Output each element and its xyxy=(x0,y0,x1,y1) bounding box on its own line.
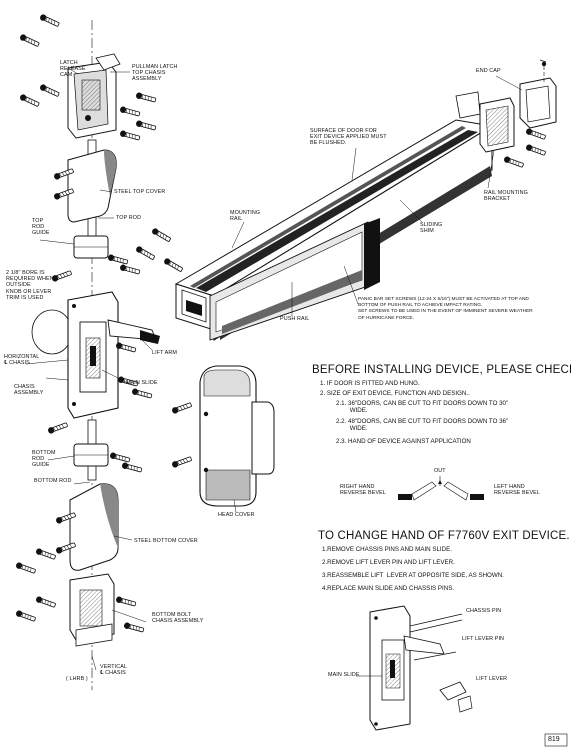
change-hand-title: TO CHANGE HAND OF F7760V EXIT DEVICE. xyxy=(318,530,570,542)
checklist-item-2-1: 2.1. 36"DOORS, CAN BE CUT TO FIT DOORS D… xyxy=(336,400,509,414)
label-lift-arm: LIFT ARM xyxy=(152,350,177,356)
checklist-item-2: 2. SIZE OF EXIT DEVICE, FUNCTION AND DES… xyxy=(320,390,470,397)
label-head-cover: HEAD COVER xyxy=(218,512,255,518)
bottom-bolt-chassis xyxy=(69,573,115,647)
label-lift-lever-pin: LIFT LEVER PIN xyxy=(462,636,505,642)
label-bottom-rod: BOTTOM ROD xyxy=(34,478,72,484)
label-bore-note: 2 1/8" BORE IS REQUIRED WHEN OUTSIDE KNO… xyxy=(6,270,54,301)
label-bottom-rod-guide: BOTTOM ROD GUIDE xyxy=(32,450,56,469)
label-chassis-assembly: CHASIS ASSEMBLY xyxy=(14,384,44,397)
label-latch-release-cam: LATCH RELEASE CAM xyxy=(60,60,86,79)
head-cover xyxy=(199,365,275,507)
label-horizontal-chassis: HORIZONTAL ℄ CHASIS xyxy=(4,354,40,367)
set-screw-note: PANIC BAR SET SCREWS (12-24 X 5/16") MUS… xyxy=(358,297,533,321)
chassis-assembly xyxy=(67,291,160,419)
end-cap xyxy=(519,59,557,129)
bevel-diagram xyxy=(398,476,484,501)
label-steel-top-cover: STEEL TOP COVER xyxy=(114,189,166,195)
checklist-item-2-3: 2.3. HAND OF DEVICE AGAINST APPLICATION xyxy=(336,438,471,445)
label-top-rod-guide: TOP ROD GUIDE xyxy=(32,218,50,237)
page-number: 819 xyxy=(548,736,560,743)
label-rail-mounting-bracket: RAIL MOUNTING BRACKET xyxy=(484,190,528,203)
label-mounting-rail: MOUNTING RAIL xyxy=(230,210,261,223)
checklist-title: BEFORE INSTALLING DEVICE, PLEASE CHECK: xyxy=(312,364,571,376)
push-rail-assembly xyxy=(134,59,557,513)
change-hand-step-3: 3.REASSEMBLE LIFT LEVER AT OPPOSITE SIDE… xyxy=(322,572,504,579)
label-main-slide: MAIN SLIDE xyxy=(126,380,158,386)
label-lift-lever: LIFT LEVER xyxy=(476,676,508,682)
label-pullman-latch: PULLMAN LATCH TOP CHASIS ASSEMBLY xyxy=(132,64,178,83)
bore-hole xyxy=(31,309,73,355)
label-main-slide-small: MAIN SLIDE xyxy=(328,672,360,678)
label-surface-of-door: SURFACE OF DOOR FOR EXIT DEVICE APPLIED … xyxy=(310,128,387,147)
label-lhrb: ( LHRB ) xyxy=(66,676,88,682)
label-end-cap: END CAP xyxy=(476,68,501,74)
rail-mounting-bracket xyxy=(455,91,515,153)
label-steel-bottom-cover: STEEL BOTTOM COVER xyxy=(134,538,198,544)
change-hand-drawing xyxy=(356,605,473,731)
bevel-left-label: LEFT HAND REVERSE BEVEL xyxy=(494,484,540,497)
bevel-out-label: OUT xyxy=(434,468,446,474)
checklist-item-2-2: 2.2. 48"DOORS, CAN BE CUT TO FIT DOORS D… xyxy=(336,418,509,432)
vertical-rod-assembly xyxy=(14,12,160,690)
change-hand-step-4: 4.REPLACE MAIN SLIDE AND CHASSIS PINS. xyxy=(322,585,455,592)
change-hand-step-2: 2.REMOVE LIFT LEVER PIN AND LIFT LEVER. xyxy=(322,559,455,566)
label-bottom-bolt: BOTTOM BOLT CHASIS ASSEMBLY xyxy=(152,612,204,625)
label-vertical-chassis: VERTICAL ℄ CHASIS xyxy=(100,664,128,677)
label-push-rail: PUSH RAIL xyxy=(280,316,310,322)
bevel-right-label: RIGHT HAND REVERSE BEVEL xyxy=(340,484,386,497)
change-hand-step-1: 1.REMOVE CHASSIS PINS AND MAIN SLIDE. xyxy=(322,546,452,553)
checklist-item-1: 1. IF DOOR IS FITTED AND HUNG. xyxy=(320,380,420,387)
pullman-latch-chassis xyxy=(67,53,121,139)
label-chassis-pin: CHASSIS PIN xyxy=(466,608,502,614)
label-top-rod: TOP ROD xyxy=(116,215,142,221)
label-sliding-shim: SLIDING SHIM xyxy=(420,222,443,235)
